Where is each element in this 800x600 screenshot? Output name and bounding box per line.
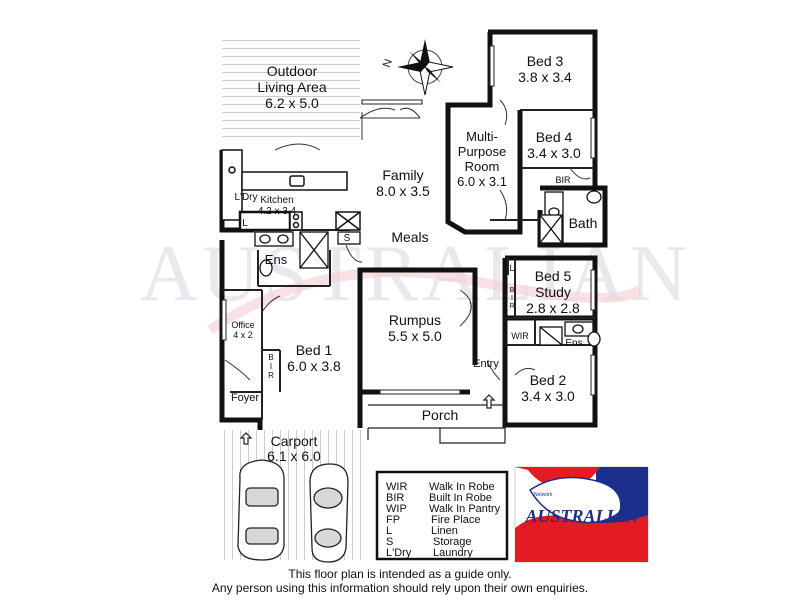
windows — [221, 45, 596, 396]
bed-1-label: Bed 1 — [296, 342, 333, 358]
legend-key: WIR — [386, 481, 407, 493]
legend-value: Walk In Robe — [429, 481, 495, 493]
disclaimer-line-1: This floor plan is intended as a guide o… — [288, 567, 512, 581]
ensuite-2-label: Ens — [565, 338, 582, 349]
ensuite-1-label: Ens — [265, 252, 288, 267]
logo-brand-text: AUSTRALIAN — [524, 506, 639, 526]
family-dims: 8.0 x 3.5 — [376, 183, 430, 199]
legend-key: BIR — [386, 492, 404, 504]
legend-value: Linen — [431, 525, 458, 537]
bed-5-bir-r: R — [509, 303, 514, 310]
compass-rose — [397, 39, 454, 96]
bed-5-bir-b: B — [510, 287, 515, 294]
watermark-swoosh — [207, 266, 643, 335]
ensuite-1-fixtures — [254, 231, 361, 277]
bed-4-label: Bed 4 — [536, 129, 573, 145]
outdoor-decking — [222, 34, 360, 144]
porch-label: Porch — [422, 407, 459, 423]
bed-1-bir-b: B — [268, 353, 273, 362]
legend-key: L — [386, 525, 392, 537]
bathroom-fixtures — [539, 190, 602, 347]
legend-value: Built In Robe — [429, 492, 492, 504]
outdoor-living-dims: 6.2 x 5.0 — [265, 95, 319, 111]
legend-key: FP — [386, 514, 400, 526]
office-label: Office — [231, 320, 254, 330]
carport-label: Carport — [271, 433, 318, 449]
bed-1-bir-i: I — [270, 362, 272, 371]
bed-5-dims: 2.8 x 2.8 — [526, 300, 580, 316]
multi-purpose-label-3: Room — [465, 159, 500, 174]
bed-1-bir-r: R — [268, 371, 274, 380]
bed-5-linen-label: L — [509, 263, 514, 273]
legend-box — [375, 470, 509, 561]
bed-3-dims: 3.8 x 3.4 — [518, 69, 572, 85]
outdoor-living-label-2: Living Area — [257, 79, 326, 95]
outdoor-living-label-1: Outdoor — [267, 63, 318, 79]
legend-value: Laundry — [433, 547, 473, 559]
bed-3-label: Bed 3 — [527, 53, 564, 69]
doors — [224, 99, 591, 381]
foyer-label: Foyer — [231, 392, 259, 404]
meals-label: Meals — [391, 229, 428, 245]
legend-key: WIP — [386, 503, 407, 515]
kitchen-dims: 4.2 x 3.4 — [258, 206, 297, 217]
legend: WIR Walk In Robe BIR Built In Robe WIP W… — [386, 481, 501, 559]
carport-dims: 6.1 x 6.0 — [267, 448, 321, 464]
kitchen-label: Kitchen — [260, 195, 293, 206]
compass-north-label: N — [381, 58, 395, 70]
multi-purpose-label-1: Multi- — [466, 129, 498, 144]
linen-label: L — [242, 218, 248, 229]
office-dims: 4 x 2 — [233, 330, 253, 340]
carport-cars — [237, 459, 349, 563]
legend-value: Fire Place — [431, 514, 481, 526]
bath-label: Bath — [569, 215, 598, 231]
bed-5-label: Bed 5 — [535, 268, 572, 284]
bed-2-label: Bed 2 — [530, 372, 567, 388]
legend-key: S — [386, 536, 393, 548]
bed-2-dims: 3.4 x 3.0 — [521, 388, 575, 404]
multi-purpose-label-2: Purpose — [458, 144, 506, 159]
brand-logo: Network AUSTRALIAN Real Estate — [514, 466, 649, 563]
rumpus-label: Rumpus — [389, 312, 441, 328]
bed-4-dims: 3.4 x 3.0 — [527, 145, 581, 161]
disclaimer-line-2: Any person using this information should… — [211, 581, 589, 595]
legend-value: Storage — [433, 536, 472, 548]
porch-steps — [239, 394, 506, 445]
inner-walls — [222, 109, 595, 420]
bed-5-bir-i: I — [511, 295, 513, 302]
legend-key: L'Dry — [386, 547, 412, 559]
bed-4-bir-label: BIR — [555, 175, 571, 185]
laundry-label: L'Dry — [234, 192, 257, 203]
rumpus-dims: 5.5 x 5.0 — [388, 328, 442, 344]
porch-slab — [370, 405, 505, 443]
storage-label: S — [344, 233, 351, 244]
multi-purpose-dims: 6.0 x 3.1 — [457, 174, 507, 189]
legend-value: Walk In Pantry — [429, 503, 501, 515]
wir-label: WIR — [511, 331, 529, 341]
bed-5-study-label: Study — [535, 284, 571, 300]
logo-network-text: Network — [534, 492, 553, 498]
logo-sub-text: Real Estate — [578, 527, 625, 538]
bed-1-dims: 6.0 x 3.8 — [287, 358, 341, 374]
family-label: Family — [382, 167, 423, 183]
kitchen-fixtures — [221, 149, 361, 232]
entry-label: Entry — [473, 358, 499, 370]
